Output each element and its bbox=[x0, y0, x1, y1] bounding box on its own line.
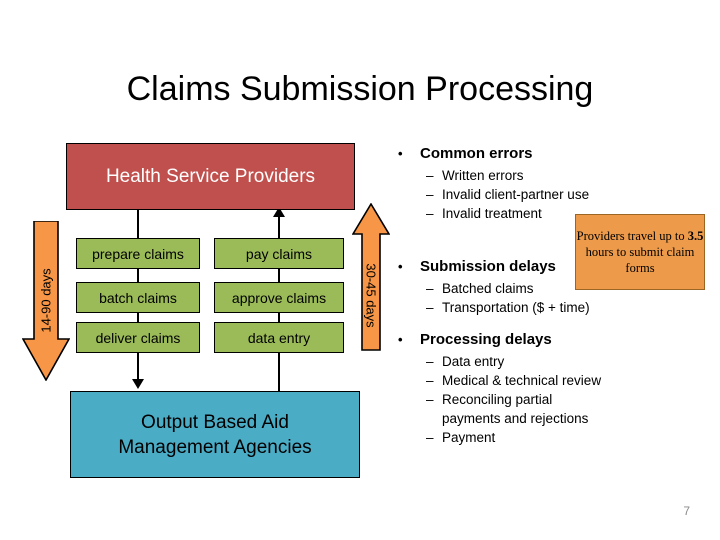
connector-pay-to-providers bbox=[278, 212, 280, 238]
page-title: Claims Submission Processing bbox=[126, 70, 594, 108]
bullet-item-medical-technical-review-text: Medical & technical review bbox=[442, 373, 602, 388]
arrowhead-pay-to-providers-icon bbox=[273, 207, 285, 217]
connector-approve-to-pay bbox=[278, 269, 280, 282]
connector-red-to-prepare bbox=[137, 210, 139, 238]
callout-text-after: hours to submit claim forms bbox=[585, 245, 695, 275]
connector-data-entry-to-approve bbox=[278, 313, 280, 322]
bullet-item-payment: – Payment bbox=[386, 428, 716, 447]
bullet-item-batched-claims-text: Batched claims bbox=[442, 281, 534, 296]
bullet-item-data-entry-text: Data entry bbox=[442, 354, 505, 369]
sub-dash-icon: – bbox=[426, 187, 434, 202]
bullet-heading-submission-delays-text: Submission delays bbox=[420, 258, 556, 275]
bullet-heading-submission-delays: • Submission delays bbox=[386, 256, 716, 278]
node-output-label-line2: Management Agencies bbox=[118, 436, 312, 458]
bullet-heading-processing-delays: • Processing delays bbox=[386, 329, 716, 351]
bullet-item-written-errors: – Written errors bbox=[386, 166, 716, 185]
sub-dash-icon: – bbox=[426, 354, 434, 369]
bullet-heading-processing-delays-text: Processing delays bbox=[420, 331, 552, 348]
bullet-group-processing-delays: • Processing delays – Data entry – Medic… bbox=[386, 329, 716, 447]
duration-label-left-text: 14-90 days bbox=[38, 267, 54, 333]
sub-dash-icon: – bbox=[426, 281, 434, 296]
node-data-entry[interactable]: data entry bbox=[214, 322, 344, 353]
duration-arrow-down-icon bbox=[22, 221, 70, 381]
node-batch-claims[interactable]: batch claims bbox=[76, 282, 200, 313]
bullet-dot-icon: • bbox=[398, 259, 403, 274]
bullet-heading-common-errors-text: Common errors bbox=[420, 145, 533, 162]
bullet-heading-common-errors: • Common errors bbox=[386, 143, 716, 165]
sub-dash-icon: – bbox=[426, 168, 434, 183]
bullet-group-common-errors: • Common errors – Written errors – Inval… bbox=[386, 143, 716, 223]
node-approve-claims[interactable]: approve claims bbox=[214, 282, 344, 313]
node-health-service-providers[interactable]: Health Service Providers bbox=[66, 143, 355, 210]
node-output-label-wrapper: Output Based Aid Management Agencies bbox=[118, 410, 311, 460]
node-pay-claims[interactable]: pay claims bbox=[214, 238, 344, 269]
node-output-based-aid-management-agencies[interactable]: Output Based Aid Management Agencies bbox=[70, 391, 360, 478]
bullet-item-invalid-treatment-text: Invalid treatment bbox=[442, 206, 542, 221]
bullet-item-reconciling-partial-continuation: payments and rejections bbox=[442, 411, 589, 426]
bullet-item-written-errors-text: Written errors bbox=[442, 168, 524, 183]
bullet-item-payment-text: Payment bbox=[442, 430, 496, 445]
sub-dash-icon: – bbox=[426, 430, 434, 445]
bullet-item-batched-claims: – Batched claims bbox=[386, 279, 716, 298]
bullet-dot-icon: • bbox=[398, 146, 403, 161]
connector-deliver-to-output bbox=[137, 353, 139, 381]
bullet-item-transportation-text: Transportation ($ + time) bbox=[442, 300, 590, 315]
node-deliver-claims-label: deliver claims bbox=[95, 329, 181, 346]
connector-output-to-data-entry bbox=[278, 353, 280, 391]
sub-dash-icon: – bbox=[426, 373, 434, 388]
callout-text-before: Providers travel up to bbox=[576, 229, 688, 243]
callout-provider-travel: Providers travel up to 3.5 hours to subm… bbox=[575, 214, 705, 290]
duration-label-left: 14-90 days bbox=[22, 250, 70, 350]
bullet-item-data-entry: – Data entry bbox=[386, 352, 716, 371]
duration-label-right: 30-45 days bbox=[352, 245, 390, 345]
callout-text: Providers travel up to 3.5 hours to subm… bbox=[576, 228, 704, 276]
sub-dash-icon: – bbox=[426, 392, 434, 407]
node-prepare-claims[interactable]: prepare claims bbox=[76, 238, 200, 269]
node-deliver-claims[interactable]: deliver claims bbox=[76, 322, 200, 353]
node-batch-claims-label: batch claims bbox=[99, 289, 177, 306]
page-number: 7 bbox=[683, 504, 690, 518]
node-data-entry-label: data entry bbox=[247, 329, 311, 346]
sub-dash-icon: – bbox=[426, 206, 434, 221]
bullet-item-transportation: – Transportation ($ + time) bbox=[386, 298, 716, 317]
node-health-service-providers-label: Health Service Providers bbox=[105, 166, 316, 187]
node-output-label-line1: Output Based Aid bbox=[141, 411, 289, 433]
bullet-item-reconciling-partial: – Reconciling partial bbox=[386, 390, 716, 409]
node-approve-claims-label: approve claims bbox=[231, 289, 327, 306]
bullet-item-reconciling-partial-text: Reconciling partial bbox=[442, 392, 553, 407]
connector-prepare-to-batch bbox=[137, 269, 139, 282]
bullet-item-medical-technical-review: – Medical & technical review bbox=[386, 371, 716, 390]
callout-highlight-value: 3.5 bbox=[687, 229, 704, 243]
connector-batch-to-deliver bbox=[137, 313, 139, 322]
sub-dash-icon: – bbox=[426, 300, 434, 315]
node-prepare-claims-label: prepare claims bbox=[92, 245, 184, 262]
duration-label-right-text: 30-45 days bbox=[363, 262, 379, 328]
bullet-item-invalid-client-partner-use-text: Invalid client-partner use bbox=[442, 187, 590, 202]
node-pay-claims-label: pay claims bbox=[245, 245, 313, 262]
bullet-item-invalid-client-partner-use: – Invalid client-partner use bbox=[386, 185, 716, 204]
arrowhead-deliver-to-output-icon bbox=[132, 379, 144, 389]
bullet-item-invalid-treatment: – Invalid treatment bbox=[386, 204, 716, 223]
bullet-dot-icon: • bbox=[398, 332, 403, 347]
duration-arrow-up-icon bbox=[352, 203, 390, 351]
bullet-group-submission-delays: • Submission delays – Batched claims – T… bbox=[386, 256, 716, 317]
